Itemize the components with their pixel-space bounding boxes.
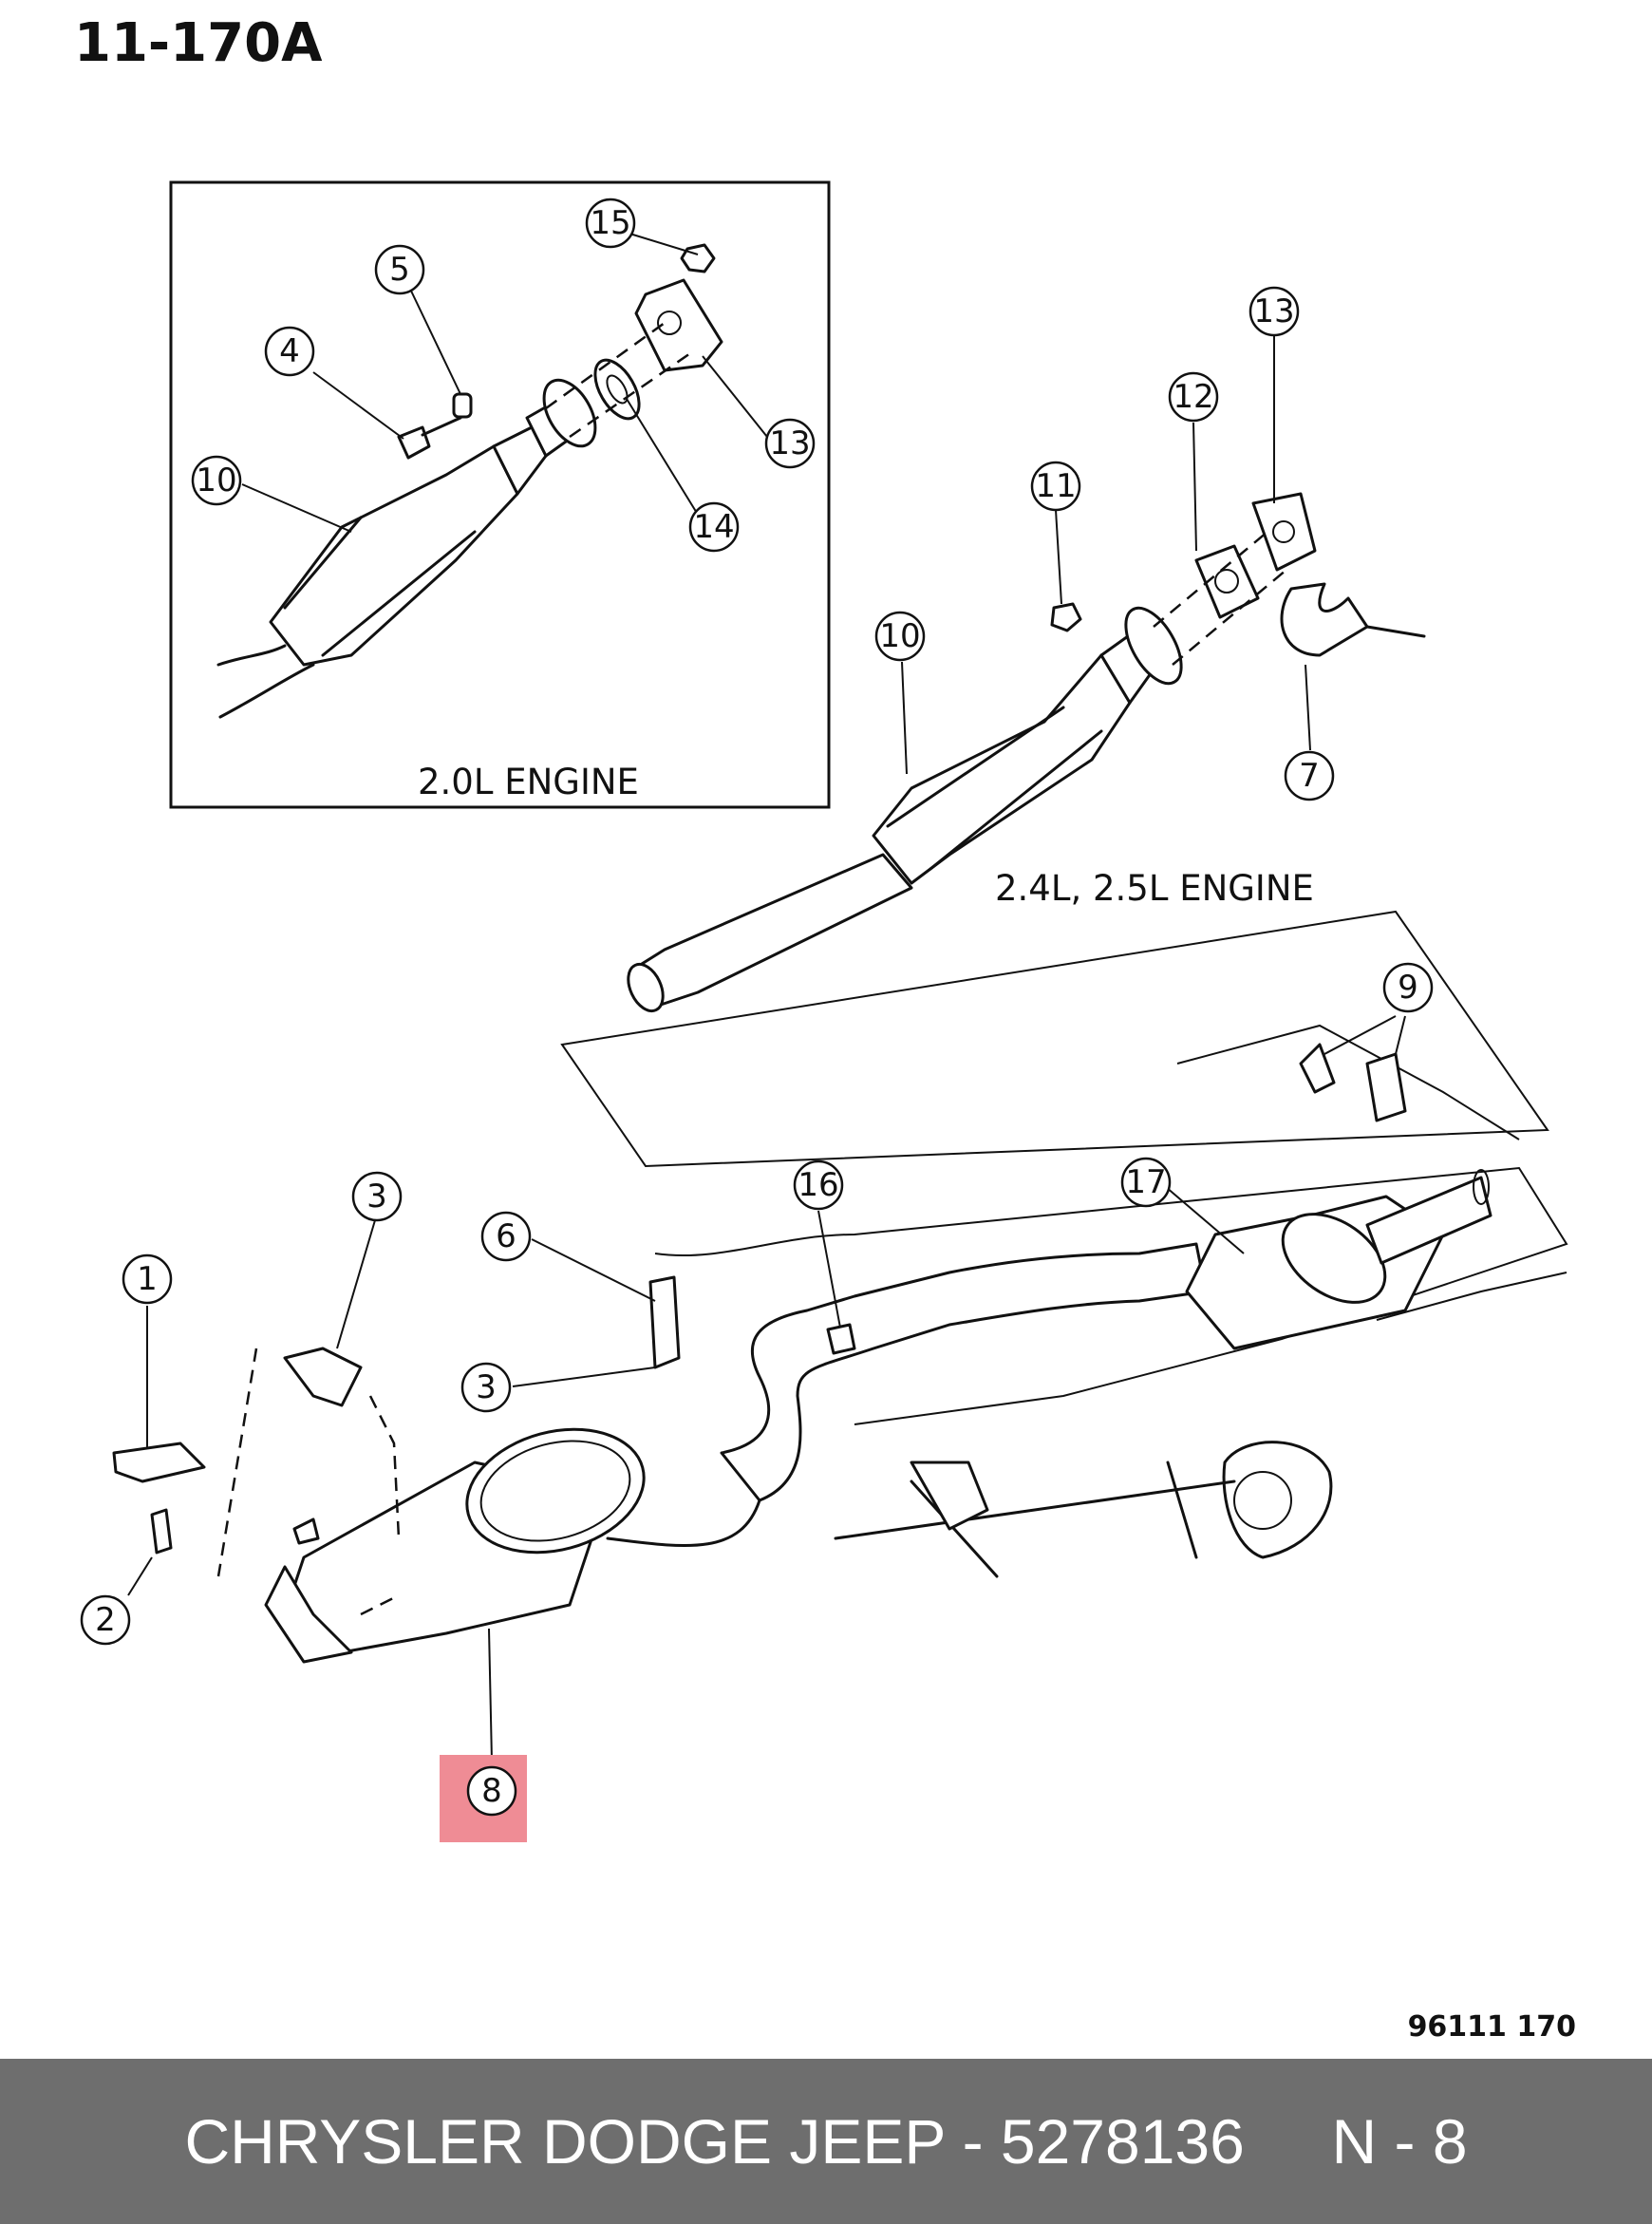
callout-17[interactable]: 17 <box>1120 1157 1172 1208</box>
callout-6[interactable]: 6 <box>480 1211 532 1262</box>
rear-exhaust-assembly <box>512 1015 1568 1578</box>
svg-text:9: 9 <box>1398 969 1418 1007</box>
callout-7[interactable]: 7 <box>1284 750 1335 801</box>
inset-frame <box>169 180 831 809</box>
svg-text:3: 3 <box>366 1178 387 1216</box>
callout-3[interactable]: 3 <box>351 1171 403 1222</box>
svg-text:17: 17 <box>1125 1163 1166 1201</box>
svg-text:8: 8 <box>481 1772 502 1810</box>
svg-text:4: 4 <box>279 332 300 370</box>
svg-text:2: 2 <box>95 1601 116 1639</box>
callout-3[interactable]: 3 <box>460 1362 512 1413</box>
resonator-8 <box>216 1348 761 1762</box>
callout-9[interactable]: 9 <box>1382 962 1434 1013</box>
main-caption: 2.4L, 2.5L ENGINE <box>995 868 1314 909</box>
svg-text:11: 11 <box>1035 467 1076 505</box>
callout-16[interactable]: 16 <box>793 1159 844 1211</box>
svg-text:1: 1 <box>137 1260 158 1298</box>
svg-text:12: 12 <box>1173 378 1213 416</box>
svg-text:13: 13 <box>769 424 810 462</box>
inset-caption: 2.0L ENGINE <box>418 762 639 802</box>
callout-13[interactable]: 13 <box>1248 286 1300 337</box>
part-info-footer: CHRYSLER DODGE JEEP - 5278136 N - 8 <box>0 2059 1652 2224</box>
callout-10[interactable]: 10 <box>191 455 242 506</box>
callout-2[interactable]: 2 <box>80 1594 131 1646</box>
svg-text:15: 15 <box>590 204 630 242</box>
diagram-id: 11-170A <box>74 12 323 74</box>
svg-text:13: 13 <box>1253 292 1294 330</box>
callout-15[interactable]: 15 <box>585 198 636 249</box>
callout-11[interactable]: 11 <box>1030 461 1081 512</box>
main-2-4l-2-5l-engine: 2.4L, 2.5L ENGINE <box>560 334 1549 1168</box>
svg-text:14: 14 <box>693 508 734 546</box>
callout-13[interactable]: 13 <box>764 418 816 469</box>
part-info-text: CHRYSLER DODGE JEEP - 5278136 N - 8 <box>184 2106 1468 2177</box>
callout-14[interactable]: 14 <box>688 501 740 553</box>
hanger-parts <box>112 1219 401 1596</box>
callout-4[interactable]: 4 <box>264 326 315 377</box>
svg-text:10: 10 <box>879 617 920 655</box>
callout-10[interactable]: 10 <box>874 611 926 662</box>
svg-text:5: 5 <box>389 251 410 289</box>
inset-2-0l-engine: 2.0L ENGINE <box>169 180 831 809</box>
svg-text:16: 16 <box>798 1166 838 1204</box>
callout-12[interactable]: 12 <box>1168 371 1219 423</box>
svg-text:7: 7 <box>1299 757 1320 795</box>
callout-8[interactable]: 8 <box>466 1765 517 1817</box>
callout-1[interactable]: 1 <box>122 1253 173 1305</box>
main-catalytic-converter <box>872 653 1132 885</box>
svg-text:6: 6 <box>496 1217 516 1255</box>
svg-text:3: 3 <box>476 1368 497 1406</box>
inset-catalytic-converter <box>269 444 519 667</box>
callout-5[interactable]: 5 <box>374 244 425 295</box>
svg-text:10: 10 <box>196 462 236 499</box>
drawing-number: 96111 170 <box>1408 2010 1576 2044</box>
exhaust-system-diagram: 11-170A 2 <box>74 12 1576 2044</box>
